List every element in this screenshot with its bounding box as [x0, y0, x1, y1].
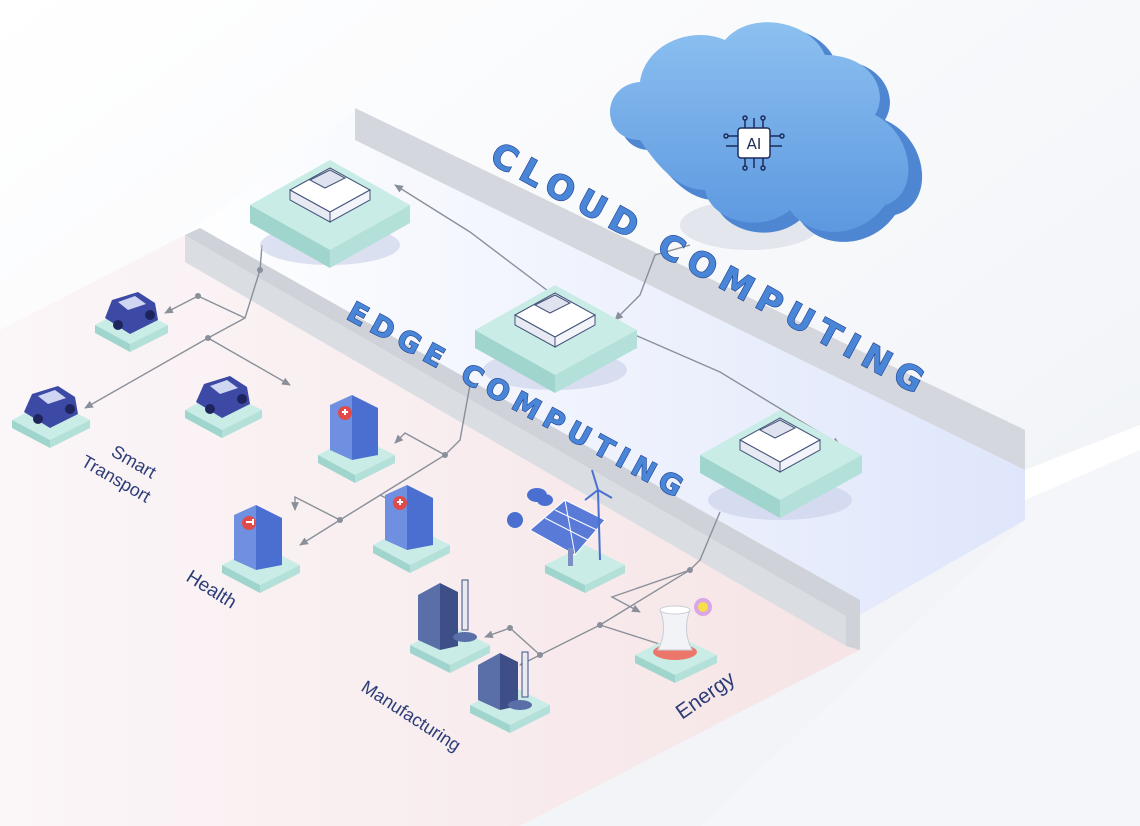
solar-panel-icon	[529, 499, 606, 566]
factory-tile-1	[410, 579, 490, 673]
edge-layer-wall-face	[185, 235, 846, 646]
cooling-tower-icon	[653, 605, 697, 660]
car-icon	[196, 376, 250, 418]
car-tile-1	[95, 292, 168, 352]
edge-server-node-3	[700, 410, 862, 520]
cpu-chip-icon	[738, 417, 822, 473]
junction-dots	[195, 267, 693, 658]
chip-link-2-3	[634, 334, 841, 446]
right-slab	[700, 425, 1140, 826]
wind-turbine-icon	[584, 469, 613, 561]
car-icon	[24, 386, 78, 428]
hospital-icon	[234, 505, 282, 570]
car-tile-2	[12, 386, 90, 448]
energy-link	[519, 511, 721, 666]
cloud-layer-wall	[355, 108, 1025, 470]
cloud-link-top	[614, 244, 691, 321]
nuclear-plant-tile	[635, 598, 717, 683]
car-tile-3	[185, 376, 262, 438]
cpu-chip-icon	[513, 292, 597, 348]
car-icon	[105, 292, 158, 334]
edge-server-node-2	[475, 285, 637, 393]
hospital-tile-3	[373, 485, 450, 573]
ai-chip-icon	[723, 115, 785, 171]
right-slab-top	[1025, 425, 1140, 500]
chip-link-1-2	[394, 184, 561, 301]
edge-server-node-1	[250, 160, 410, 268]
factory-tile-2	[470, 651, 550, 733]
hospital-tile-1	[318, 395, 395, 483]
ai-cloud: AI	[610, 22, 923, 250]
hospital-icon	[385, 485, 433, 550]
ai-label: AI	[747, 135, 762, 153]
sun-icon	[507, 512, 523, 528]
factory-icon	[418, 579, 477, 650]
hospital-tile-2	[222, 505, 300, 593]
factory-icon	[478, 651, 532, 710]
hospital-icon	[330, 395, 378, 460]
cloud-icon	[527, 488, 553, 506]
radiation-icon	[694, 598, 712, 616]
cpu-chip-icon	[288, 167, 372, 223]
solar-tile	[507, 469, 625, 593]
